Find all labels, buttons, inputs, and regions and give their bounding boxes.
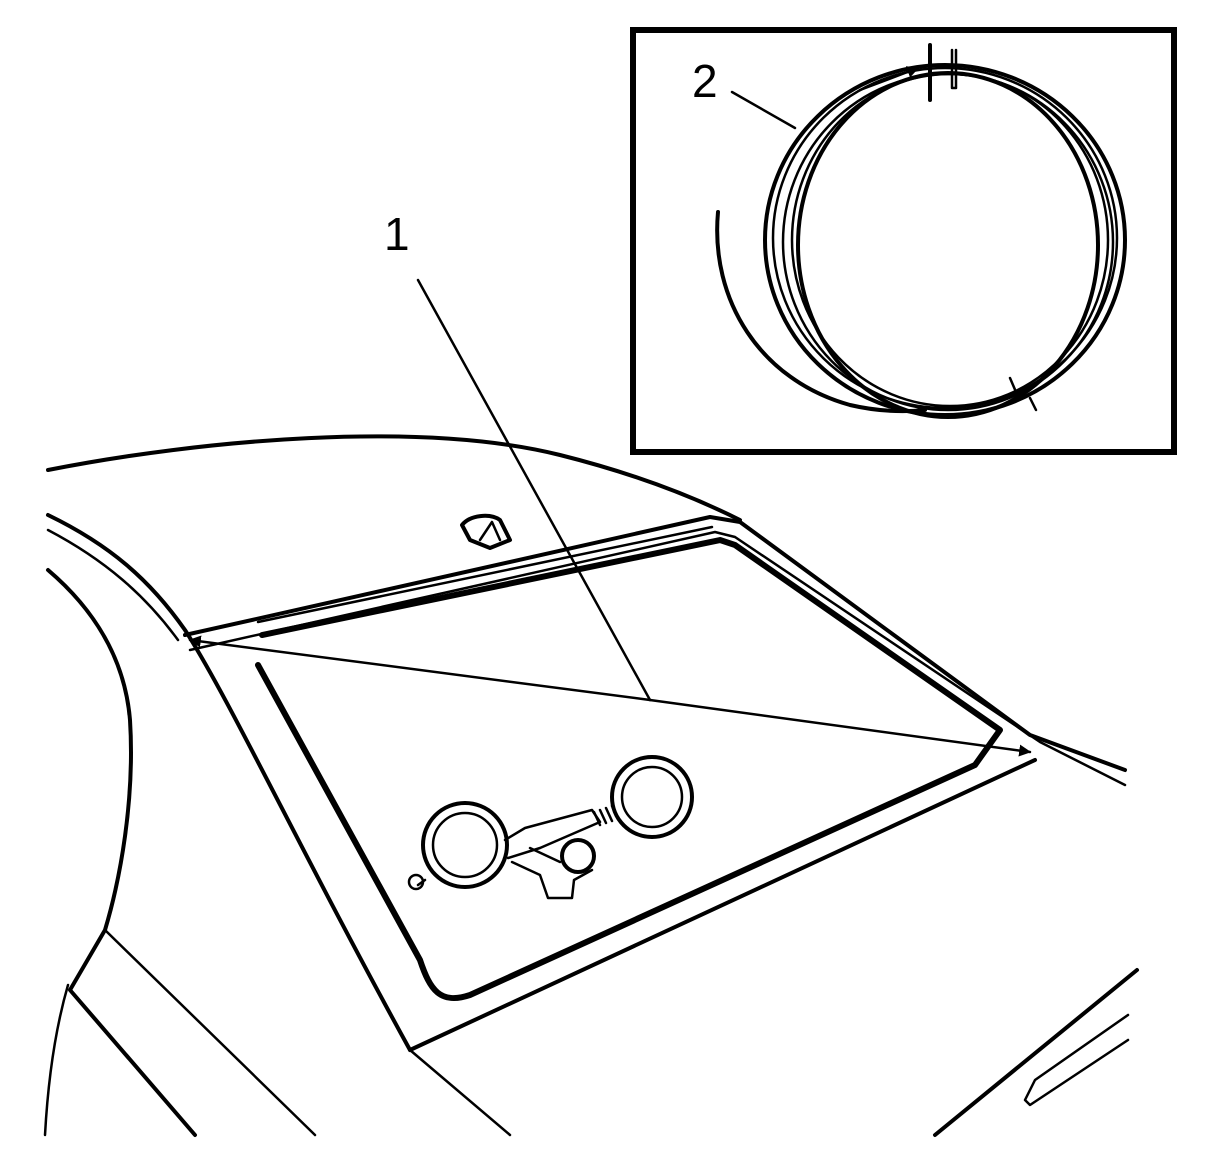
callout-2-leader [730,90,797,130]
callout-2-arrow [858,66,920,92]
a-pillar-outer [46,513,412,1052]
a-pillar-inner [46,528,180,642]
callout-1-leader [416,278,652,702]
tool-shaft [503,808,602,860]
magnifier-right-inner [620,765,684,829]
roof-antenna-detail [478,520,502,542]
right-fender-vent [1023,1013,1130,1107]
wire-end-hook [950,48,958,90]
left-fender [46,568,197,1137]
roof-antenna [460,513,512,550]
callout-1-group: 1 [188,208,1032,757]
coil-ring-2 [771,66,1119,410]
hood-line [408,758,1037,1052]
roof-line [46,434,742,522]
arrow-left [188,635,652,702]
left-door-line [43,983,70,1137]
inset-panel: 2 [630,27,1177,455]
lower-marks [1008,376,1038,412]
inspection-icon [407,755,694,900]
arrow-right [648,698,1032,757]
inset-border [630,27,1177,455]
person-body [510,846,594,900]
magnifier-right-outer [610,755,694,839]
magnifier-left-outer [421,801,509,889]
windshield-top-trim [183,515,1127,772]
callout-2-label: 2 [692,55,718,107]
vehicle-body [43,434,1139,1137]
person-head [560,838,596,874]
windshield-top-trim-inner [188,530,1127,787]
windshield-glass-edge [256,525,714,624]
hood-crease [408,1048,512,1137]
windshield-glass [255,537,1003,1002]
tool-coil [592,804,620,827]
wire-loose-end [715,210,927,414]
handle-knob [407,873,425,891]
coil-ring-inner [796,71,1100,419]
left-fender-lower [103,928,317,1137]
right-fender-crease [933,968,1139,1137]
magnifier-left-inner [431,811,499,879]
callout-1-label: 1 [384,208,410,260]
